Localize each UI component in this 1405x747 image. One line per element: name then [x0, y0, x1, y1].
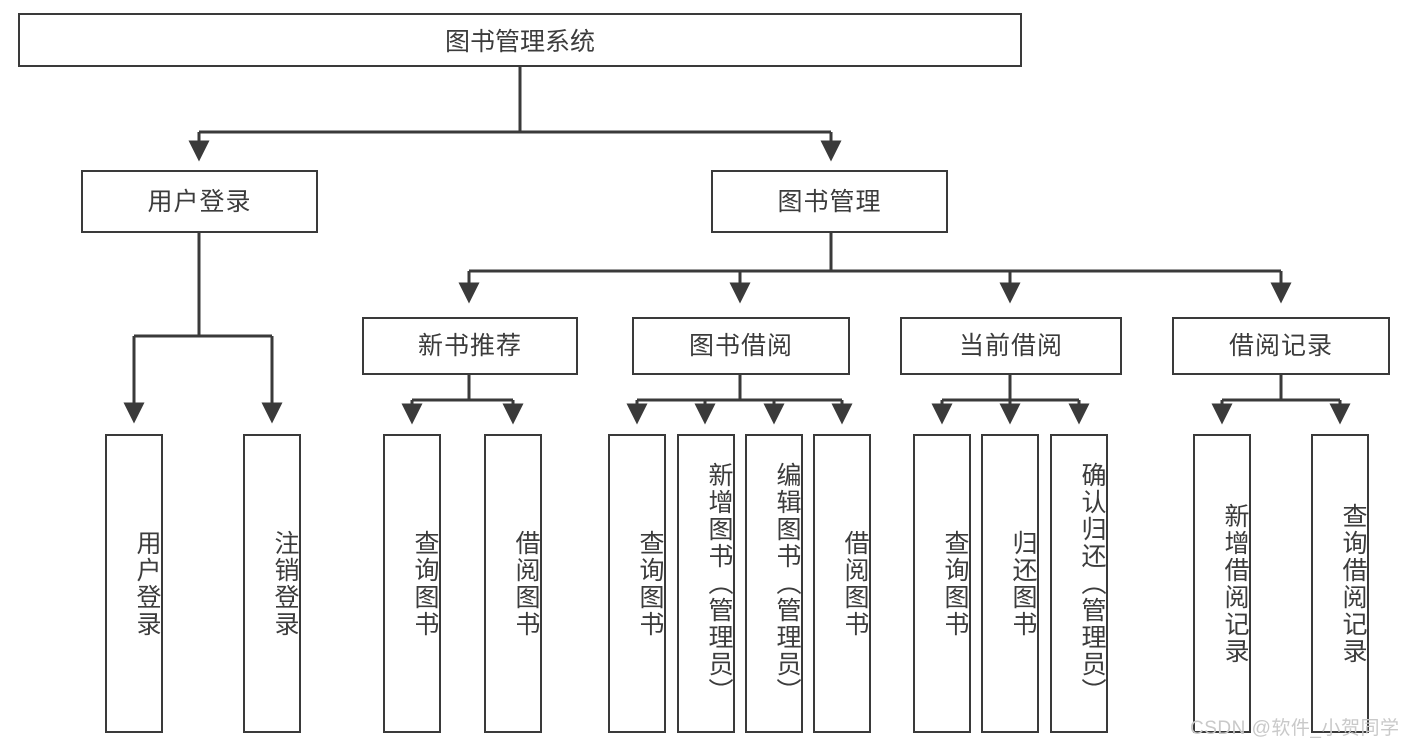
leaf-user-login-1[interactable]: 用户登录: [105, 434, 163, 733]
node-borrow-record-label: 借阅记录: [1228, 332, 1333, 360]
leaf-user-login-2[interactable]: 注销登录: [243, 434, 301, 733]
leaf-label: 借阅图书: [841, 529, 869, 638]
leaf-label: 用户登录: [133, 529, 161, 638]
node-borrow-record[interactable]: 借阅记录: [1172, 317, 1390, 375]
node-root[interactable]: 图书管理系统: [18, 13, 1022, 67]
leaf-label: 新增借阅记录: [1221, 502, 1249, 665]
node-new-book-recommend[interactable]: 新书推荐: [362, 317, 578, 375]
node-book-manage[interactable]: 图书管理: [711, 170, 948, 233]
node-book-manage-label: 图书管理: [777, 187, 882, 216]
leaf-label: 查询图书: [941, 529, 969, 638]
leaf-new-book-1[interactable]: 查询图书: [383, 434, 441, 733]
leaf-label: 借阅图书: [512, 529, 540, 638]
node-current-borrow-label: 当前借阅: [958, 332, 1063, 360]
node-root-label: 图书管理系统: [444, 28, 595, 56]
node-current-borrow[interactable]: 当前借阅: [900, 317, 1122, 375]
leaf-book-borrow-2[interactable]: 新增图书（管理员）: [677, 434, 735, 733]
leaf-book-borrow-4[interactable]: 借阅图书: [813, 434, 871, 733]
leaf-book-borrow-3[interactable]: 编辑图书（管理员）: [745, 434, 803, 733]
csdn-watermark: CSDN @软件_小贺同学: [1190, 718, 1400, 739]
leaf-label: 查询借阅记录: [1339, 502, 1367, 665]
node-user-login[interactable]: 用户登录: [81, 170, 318, 233]
leaf-book-borrow-1[interactable]: 查询图书: [608, 434, 666, 733]
leaf-current-borrow-2[interactable]: 归还图书: [981, 434, 1039, 733]
leaf-label: 查询图书: [636, 529, 664, 638]
leaf-label: 编辑图书（管理员）: [773, 462, 801, 705]
leaf-new-book-2[interactable]: 借阅图书: [484, 434, 542, 733]
leaf-label: 注销登录: [271, 529, 299, 638]
node-new-book-recommend-label: 新书推荐: [417, 332, 522, 360]
leaf-label: 归还图书: [1009, 529, 1037, 638]
leaf-borrow-record-1[interactable]: 新增借阅记录: [1193, 434, 1251, 733]
leaf-borrow-record-2[interactable]: 查询借阅记录: [1311, 434, 1369, 733]
node-user-login-label: 用户登录: [147, 187, 252, 216]
leaf-label: 确认归还（管理员）: [1078, 462, 1106, 705]
leaf-label: 新增图书（管理员）: [705, 462, 733, 705]
node-book-borrow[interactable]: 图书借阅: [632, 317, 850, 375]
leaf-current-borrow-3[interactable]: 确认归还（管理员）: [1050, 434, 1108, 733]
node-book-borrow-label: 图书借阅: [688, 332, 793, 360]
leaf-label: 查询图书: [411, 529, 439, 638]
leaf-current-borrow-1[interactable]: 查询图书: [913, 434, 971, 733]
